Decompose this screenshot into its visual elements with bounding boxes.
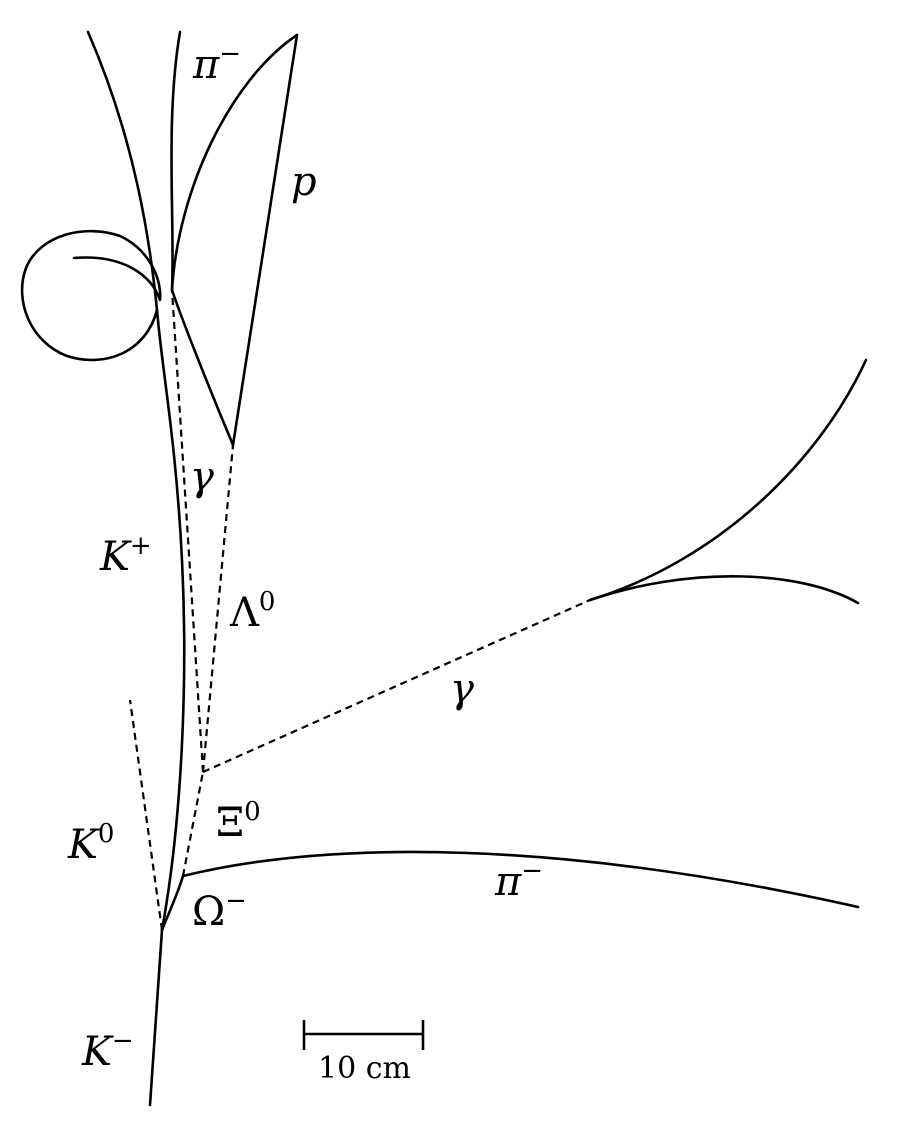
pi-minus-top-label: π−	[192, 39, 241, 88]
pi-minus-top-track	[170, 30, 235, 447]
positron-track-upper	[588, 358, 868, 602]
xi0-label: Ξ0	[216, 797, 261, 846]
lambda0-track	[201, 444, 235, 773]
k-plus-spiral	[20, 229, 162, 362]
k-plus-label: K+	[99, 531, 152, 580]
proton-label: p	[291, 159, 317, 205]
gamma-lower-label: γ	[450, 666, 474, 712]
k-minus-track	[148, 928, 164, 1107]
scale-bar: 10 cm	[302, 1020, 425, 1086]
omega-minus-track	[160, 874, 185, 932]
k-minus-label: K−	[81, 1026, 134, 1075]
gamma-lower-track	[202, 598, 591, 774]
proton-track	[231, 33, 299, 447]
omega-minus-label: Ω−	[192, 886, 247, 935]
pi-minus-bottom-track	[181, 850, 860, 909]
gamma-upper-track	[170, 289, 205, 773]
k0-label: K0	[67, 819, 114, 868]
scale-bar-label: 10 cm	[318, 1051, 411, 1086]
k0-track	[128, 699, 164, 931]
gamma-upper-label: γ	[190, 454, 214, 500]
electron-track-lower	[588, 575, 860, 605]
electron-track	[170, 33, 299, 292]
pi-minus-bottom-label: π−	[494, 856, 543, 905]
xi0-track	[181, 771, 205, 877]
k-plus-track	[86, 30, 186, 932]
lambda0-label: Λ0	[229, 587, 275, 636]
